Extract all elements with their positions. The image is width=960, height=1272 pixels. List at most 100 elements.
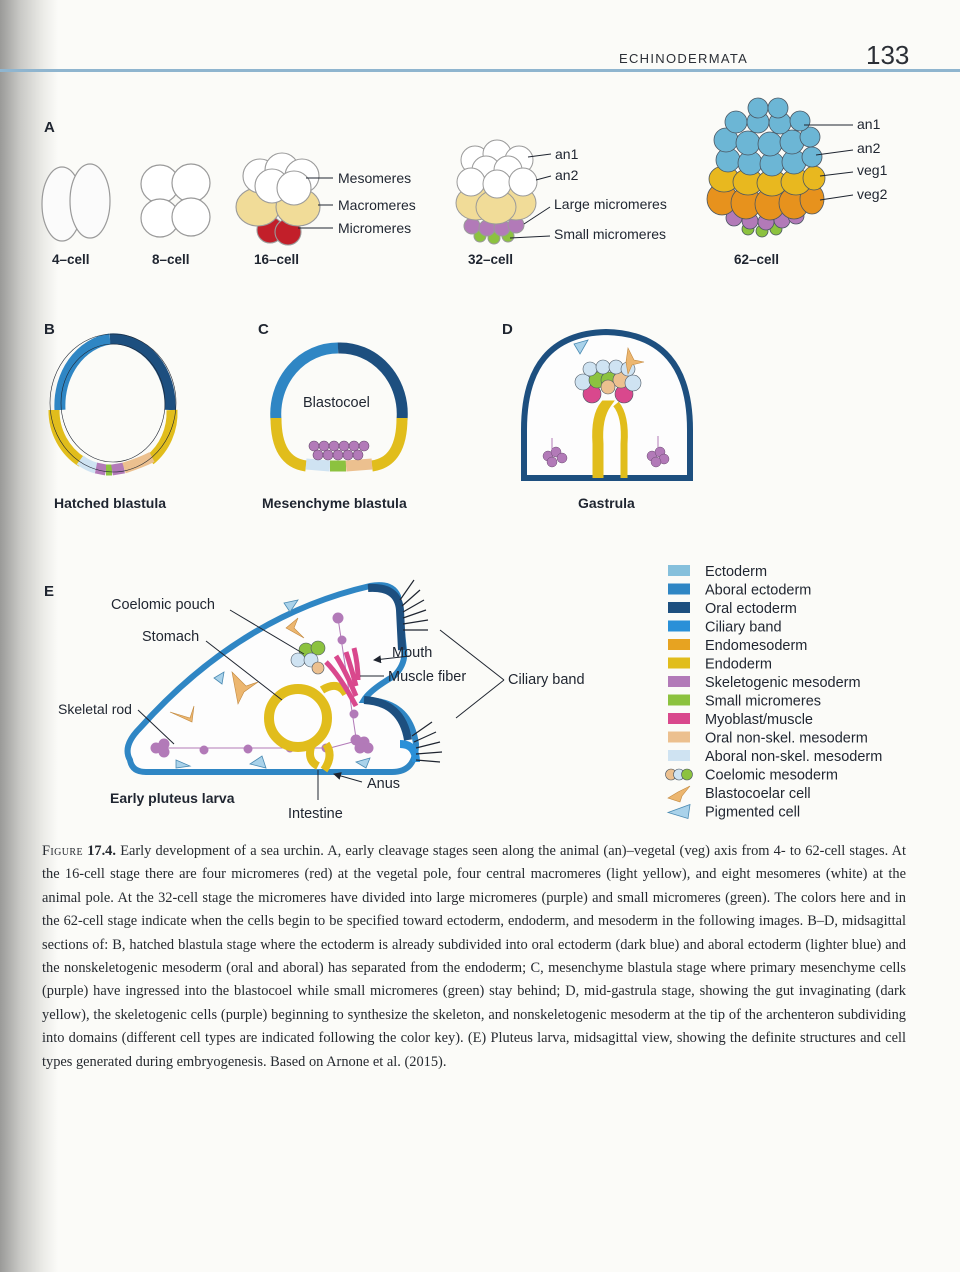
stage-label-62cell: 62–cell <box>734 252 779 267</box>
caption-text: Early development of a sea urchin. A, ea… <box>42 843 906 1070</box>
legend-label: Oral non-skel. mesoderm <box>705 731 868 747</box>
panel-d-letter: D <box>502 321 513 338</box>
legend-item: Ciliary band <box>668 620 782 636</box>
stage-label-16cell: 16–cell <box>254 252 299 267</box>
legend-swatch <box>668 713 690 724</box>
gastrula-diagram <box>521 328 693 481</box>
label-micromeres: Micromeres <box>338 220 411 236</box>
legend-item: Pigmented cell <box>666 803 800 821</box>
legend-item: Aboral non-skel. mesoderm <box>668 749 882 765</box>
label-skeletal-rod: Skeletal rod <box>58 701 132 717</box>
leaders-16cell <box>298 177 333 229</box>
hatched-blastula-diagram <box>48 333 178 476</box>
legend-swatch <box>668 583 690 595</box>
panel-d-title: Gastrula <box>578 495 635 511</box>
figure-17-4: A 4–cell 8–cell Mesomeres Macromeres Mic… <box>41 97 888 822</box>
label-62-veg2: veg2 <box>857 186 888 202</box>
header-rule <box>0 69 960 72</box>
legend-swatch <box>681 768 693 781</box>
label-62-veg1: veg1 <box>857 162 888 178</box>
legend-swatch <box>666 803 691 820</box>
leaders-32cell <box>509 153 552 239</box>
legend-label: Ectoderm <box>705 564 767 580</box>
hatched-blastula-outline <box>49 333 177 473</box>
mesenchyme-blastula-diagram <box>270 342 408 472</box>
legend-label: Endoderm <box>705 657 772 673</box>
legend-label: Blastocoelar cell <box>705 786 811 802</box>
legend-item: Small micromeres <box>668 694 821 710</box>
stage-8cell-embryo <box>140 163 211 238</box>
label-intestine: Intestine <box>288 806 343 822</box>
label-blastocoel: Blastocoel <box>303 395 370 411</box>
label-mouth: Mouth <box>392 645 432 661</box>
legend-label: Aboral non-skel. mesoderm <box>705 749 882 765</box>
stage-16cell-embryo <box>235 152 321 246</box>
legend-label: Pigmented cell <box>705 805 800 821</box>
legend-label: Aboral ectoderm <box>705 583 811 599</box>
legend-label: Small micromeres <box>705 694 821 710</box>
panel-c-title: Mesenchyme blastula <box>262 495 407 511</box>
label-32-an2: an2 <box>555 167 579 183</box>
legend-label: Myoblast/muscle <box>705 712 813 728</box>
label-stomach: Stomach <box>142 629 199 645</box>
legend-swatch <box>668 620 690 632</box>
stage-label-8cell: 8–cell <box>152 252 190 267</box>
caption-number: 17.4. <box>87 843 116 859</box>
figure-caption: Figure 17.4. Early development of a sea … <box>42 840 906 1074</box>
legend-item: Aboral ectoderm <box>668 583 811 599</box>
legend-item: Endomesoderm <box>668 638 807 654</box>
label-mesomeres: Mesomeres <box>338 170 411 186</box>
legend-item: Ectoderm <box>668 564 767 580</box>
legend-label: Skeletogenic mesoderm <box>705 675 861 691</box>
legend-label: Ciliary band <box>705 620 782 636</box>
running-head: ECHINODERMATA <box>619 51 749 66</box>
stage-label-4cell: 4–cell <box>52 252 90 267</box>
panel-e-title: Early pluteus larva <box>110 790 235 806</box>
legend-item: Myoblast/muscle <box>668 712 813 728</box>
legend-label: Endomesoderm <box>705 638 807 654</box>
legend-item: Oral non-skel. mesoderm <box>668 731 868 747</box>
legend-swatch <box>668 639 690 650</box>
leaders-62cell <box>804 124 854 201</box>
panel-b-letter: B <box>44 321 55 338</box>
label-32-an1: an1 <box>555 146 579 162</box>
panel-b-title: Hatched blastula <box>54 495 166 511</box>
panel-c-letter: C <box>258 321 269 338</box>
label-small-micromeres: Small micromeres <box>554 226 666 242</box>
pluteus-larva-diagram <box>124 579 443 775</box>
leaders-pluteus <box>137 609 505 800</box>
legend-swatch <box>668 676 690 687</box>
label-62-an2: an2 <box>857 140 881 156</box>
caption-label: Figure <box>42 843 83 859</box>
panel-e-letter: E <box>44 583 54 600</box>
legend-item: Skeletogenic mesoderm <box>668 675 861 691</box>
stage-62cell-embryo <box>706 97 826 238</box>
label-ciliary-band: Ciliary band <box>508 672 585 688</box>
legend-swatch <box>668 694 690 706</box>
label-large-micromeres: Large micromeres <box>554 196 667 212</box>
legend-swatch <box>668 565 690 576</box>
legend-item: Endoderm <box>668 657 772 673</box>
legend-item: Coelomic mesoderm <box>665 768 838 784</box>
legend-swatch <box>668 657 690 669</box>
legend-item: Oral ectoderm <box>668 601 797 617</box>
panel-a-letter: A <box>44 119 55 136</box>
stage-32cell-embryo <box>455 139 538 245</box>
label-macromeres: Macromeres <box>338 197 416 213</box>
label-muscle-fiber: Muscle fiber <box>388 669 466 685</box>
legend-swatch <box>668 602 690 613</box>
legend-item: Blastocoelar cell <box>667 785 811 803</box>
stage-label-32cell: 32–cell <box>468 252 513 267</box>
label-62-an1: an1 <box>857 116 881 132</box>
legend-swatch <box>668 731 690 743</box>
legend-swatch <box>668 750 690 761</box>
primary-mesenchyme-cells <box>308 440 370 461</box>
page-number: 133 <box>866 40 910 70</box>
legend-label: Oral ectoderm <box>705 601 797 617</box>
label-coelomic-pouch: Coelomic pouch <box>111 597 215 613</box>
legend-label: Coelomic mesoderm <box>705 768 838 784</box>
label-anus: Anus <box>367 776 400 792</box>
stage-4cell-embryo <box>41 163 111 242</box>
legend-swatch <box>667 785 691 803</box>
